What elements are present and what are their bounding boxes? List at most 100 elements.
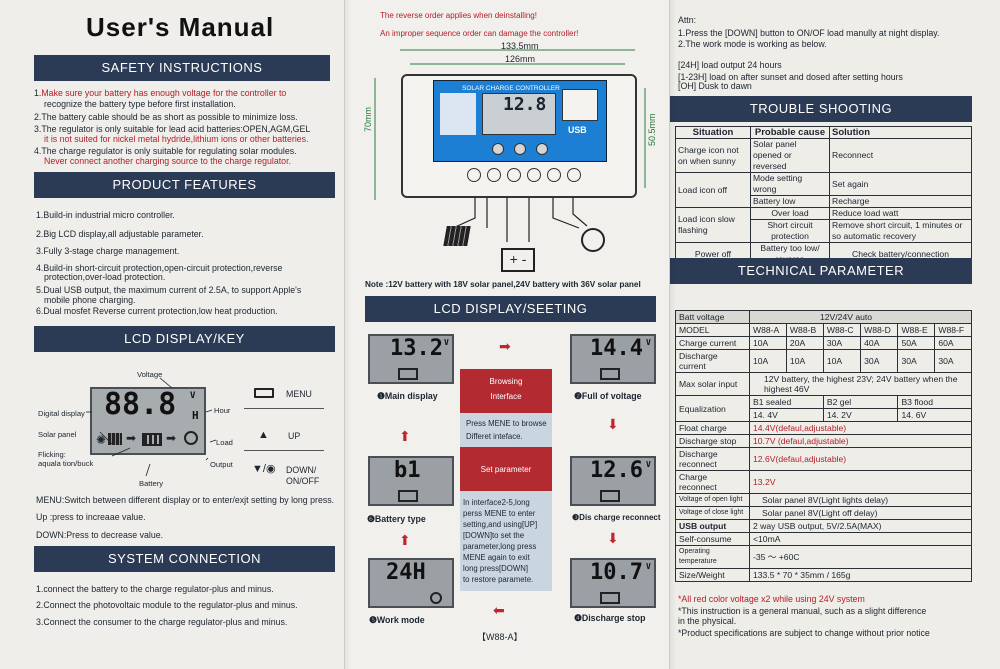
screen-full-label: ❷Full of voltage [574,391,642,401]
label-hour: Hour [214,406,231,415]
label-battery: Battery [139,479,164,488]
spec-value: <10mA [749,532,972,546]
controller-usb-ports [562,89,598,121]
attn-line-2: 2.The work mode is working as below. [678,39,827,49]
table-row: Float charge 14.4V(defaul,adjustable) [675,421,972,435]
charge-cell: 40A [860,336,899,350]
screen-work-value: 24H [386,560,426,585]
cell-cause: Mode setting wrong [750,172,830,196]
charge-cell: 10A [749,336,787,350]
controller-lcd-value: 12.8 [503,94,547,115]
lcd-key-digits: 88.8 [104,387,177,422]
label-voltage: Voltage [137,370,163,379]
model-cell: W88-E [897,323,936,337]
discharge-cell: 30A [934,349,972,373]
model-cell: W88-B [785,323,824,337]
screen-main-value: 13.2 [390,336,443,361]
attn-line-1: 1.Press the [DOWN] button to ON/OF load … [678,28,940,38]
screen-stop-unit: V [646,562,651,571]
cell-situation: Load icon slow flashing [675,207,751,243]
screen-battery-label: ❻Battery type [367,514,426,524]
spec-label: MODEL [675,323,750,337]
table-row: Load icon slow flashing Over load Reduce… [675,207,972,243]
mode-1-23h: [1-23H] load on after sunset and dosed a… [678,72,903,82]
set-text-4: [DOWN]to set the [463,531,525,540]
solar-panel-icon [108,433,122,445]
spec-label: Voltage of close light [675,506,750,520]
bulb-icon [581,228,605,252]
eq-type: B3 flood [897,395,972,409]
dim-outer: 133.5mm [501,41,539,51]
trouble-heading: TROUBLE SHOOTING [670,96,972,122]
label-digital-display: Digital display [38,409,85,418]
dim-height: 70mm [363,106,373,132]
bulb-icon [430,592,442,604]
menu-key-icon[interactable] [254,388,274,398]
arrow-left-icon: ⬅ [493,602,505,618]
cell-cause: Battery low [750,195,830,208]
spec-label: Size/Weight [675,568,750,582]
bulb-icon [184,431,198,445]
spec-label: Charge current [675,336,750,350]
discharge-cell: 10A [785,349,824,373]
footer-note-4: *Product specifications are subject to c… [678,628,930,638]
dimension-lines [374,49,646,200]
features-heading: PRODUCT FEATURES [34,172,335,198]
down-key-icon[interactable]: ▼/◉ [252,463,276,475]
safety-4-line-1: The charge regulator is only suitable fo… [41,146,297,156]
tech-heading: TECHNICAL PARAMETER [670,258,972,284]
battery-icon [398,490,418,502]
table-row: Load icon off Mode setting wrong Set aga… [675,172,972,208]
eq-type: B2 gel [822,395,899,409]
cell-cause: Short circuit protection [750,219,830,243]
safety-3-line-2: it is not suited for nickel metal hydrid… [44,134,309,144]
table-row: 14. 4V 14. 2V 14. 6V [676,408,972,422]
discharge-cell: 10A [749,349,787,373]
discharge-cell: 10A [822,349,862,373]
spec-value: 10.7V (defaul,adjustable) [749,434,972,448]
cell-solution: Recharge [829,195,972,208]
spec-label: Discharge reconnect [675,447,750,471]
spec-label: Charge reconnect [675,470,750,494]
feature-4: 4.Build-in short-circuit protection,open… [36,263,283,273]
model-code: 【W88-A】 [477,632,523,642]
manual-title: User's Manual [86,12,275,42]
set-text-8: to restore paramete. [463,575,534,584]
up-key-icon[interactable]: ▲ [258,429,269,441]
safety-heading: SAFETY INSTRUCTIONS [34,55,330,81]
spec-label: Equalization [675,395,750,422]
table-row: Voltage of close light Solar panel 8V(Li… [675,506,972,520]
safety-item-1: 1.Make sure your battery has enough volt… [34,88,286,99]
fold-line [345,0,351,669]
set-param-title: Set parameter [480,465,532,474]
battery-icon [600,368,620,380]
controller-button-2[interactable] [514,143,526,155]
safety-num-1: 1. [34,88,42,98]
screen-main-label: ❶Main display [377,391,438,401]
safety-1-line-2: recognize the battery type before first … [44,99,236,109]
dim-height-inner: 50.5mm [647,113,657,146]
arrow-down-icon: ⬇ [607,530,619,546]
screen-work-label: ❺Work mode [369,615,425,625]
table-row: Self-consume <10mA [675,532,972,546]
lcd-key-heading: LCD DISPLAY/KEY [34,326,335,352]
battery-icon [142,433,162,446]
cell-cause: Over load [750,207,830,220]
model-cell: W88-D [860,323,899,337]
spec-value: 12V/24V auto [749,310,972,324]
screen-battery-value: b1 [394,458,421,483]
controller-button-3[interactable] [536,143,548,155]
down-key-label: DOWN/ [286,465,317,475]
spec-table: Batt voltage 12V/24V auto MODEL W88-A W8… [675,310,972,582]
screen-battery-type: b1 [368,456,454,506]
feature-4-cont: protection,over-load protection. [44,272,166,282]
table-row: Voltage of open light Solar panel 8V(Lig… [675,493,972,507]
safety-item-4: 4.The charge regulator is only suitable … [34,146,297,157]
charge-cell: 50A [897,336,936,350]
label-flicking-2: aquala tion/buck [38,459,94,468]
lcd-key-callout-lines [86,377,217,477]
controller-button-1[interactable] [492,143,504,155]
controller-keys [440,93,476,135]
screen-full-value: 14.4 [590,336,643,361]
